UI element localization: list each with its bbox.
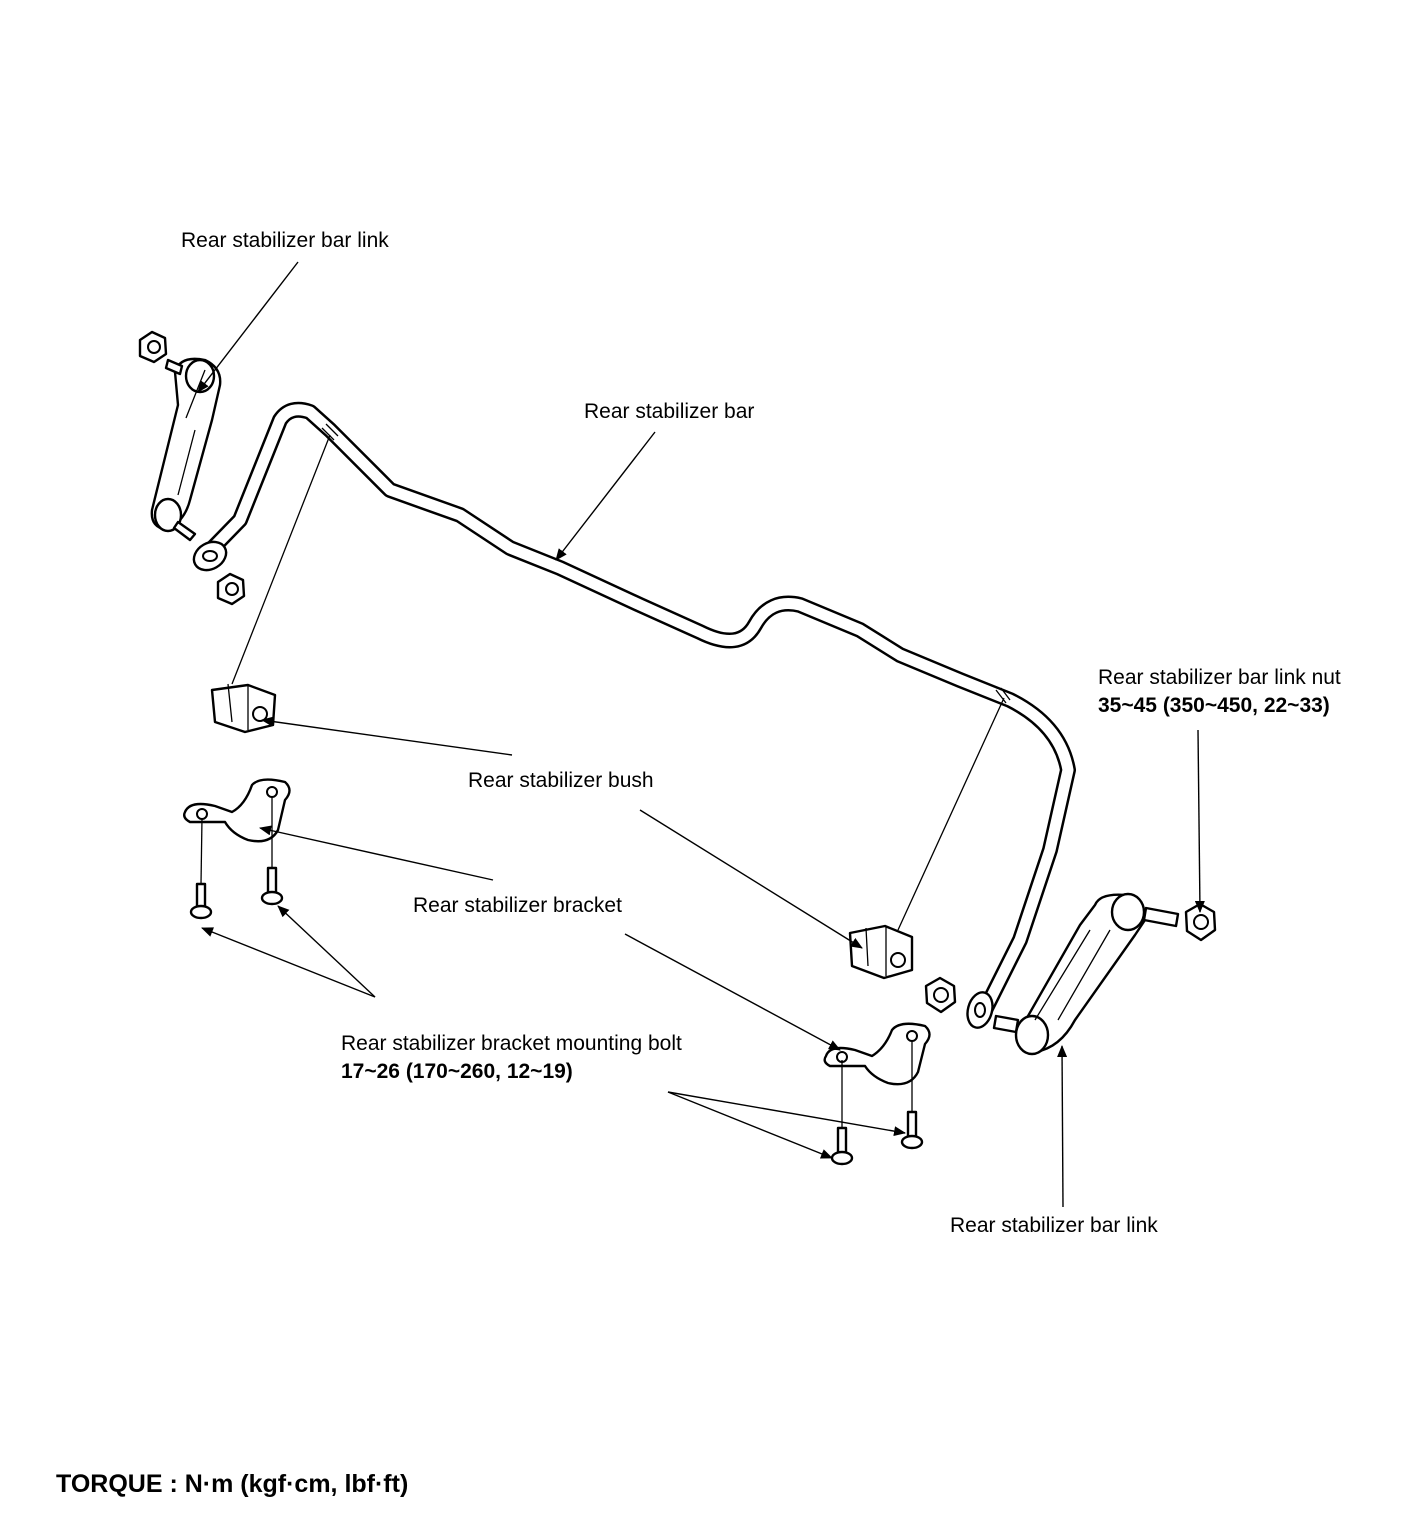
left-link-nut-lower [216, 572, 246, 606]
right-bush [848, 924, 914, 980]
left-bracket-bolt-2 [260, 866, 284, 906]
label-link-nut: Rear stabilizer bar link nut [1098, 666, 1341, 689]
stabilizer-bar [192, 401, 1076, 1029]
left-bracket-bolt-1 [189, 882, 213, 920]
left-link-nut-upper [138, 330, 168, 364]
right-bracket-bolt-1 [830, 1126, 854, 1166]
label-bracket-bolt-torque: 17~26 (170~260, 12~19) [341, 1060, 573, 1083]
label-stabilizer-bar: Rear stabilizer bar [584, 400, 755, 423]
label-bar-link-top: Rear stabilizer bar link [181, 229, 389, 252]
left-bracket [182, 778, 291, 843]
right-link-nut-lower [924, 976, 957, 1014]
assembly-guides [200, 434, 1005, 1128]
leader-lines [197, 261, 1205, 1208]
label-link-nut-torque: 35~45 (350~450, 22~33) [1098, 694, 1330, 717]
left-bush [210, 683, 277, 734]
label-bush: Rear stabilizer bush [468, 769, 654, 792]
right-bracket-bolt-2 [900, 1110, 924, 1150]
label-bar-link-bottom: Rear stabilizer bar link [950, 1214, 1158, 1237]
label-bracket-bolt: Rear stabilizer bracket mounting bolt [341, 1032, 682, 1055]
right-bracket [823, 1022, 931, 1086]
label-bracket: Rear stabilizer bracket [413, 894, 622, 917]
right-bar-link [992, 892, 1180, 1056]
left-bar-link [150, 357, 222, 542]
torque-units-note: TORQUE : N·m (kgf·cm, lbf·ft) [56, 1470, 409, 1498]
